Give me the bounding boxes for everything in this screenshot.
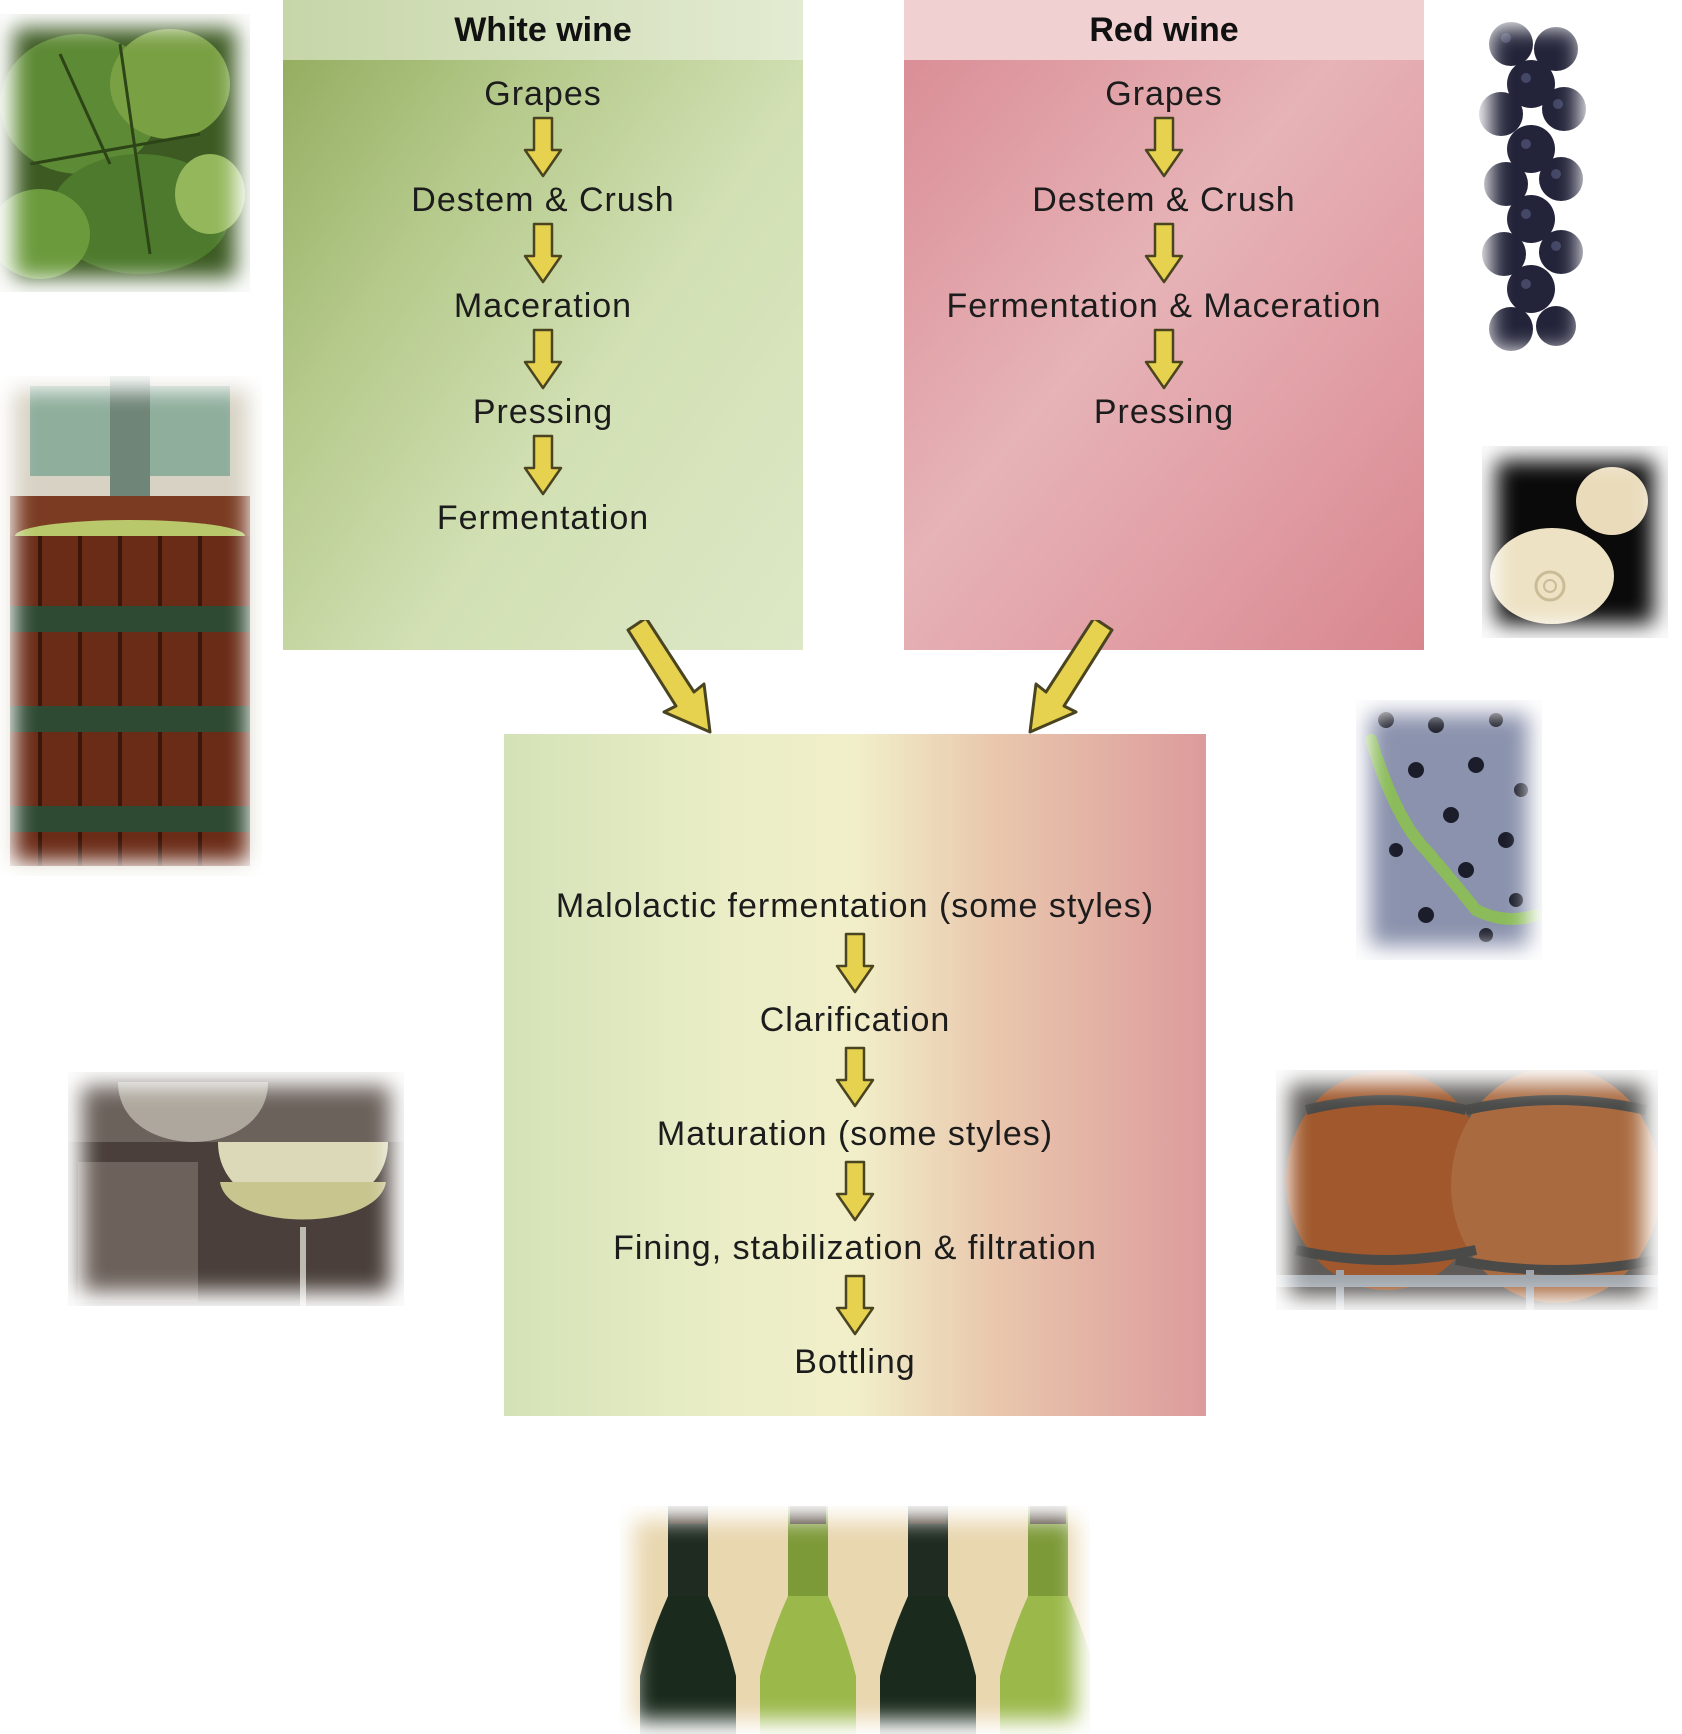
white-to-common-arrow: [626, 620, 712, 734]
common-process-panel: Malolactic fermentation (some styles) Cla…: [504, 734, 1206, 1416]
flow-step: Malolactic fermentation (some styles): [555, 887, 1155, 925]
flow-step: Maturation (some styles): [656, 1115, 1054, 1153]
flow-step: Clarification: [759, 1001, 951, 1039]
flow-step: Destem & Crush: [411, 181, 675, 219]
down-arrow-icon: [835, 1274, 875, 1336]
wine-bottles-photo: [620, 1506, 1090, 1734]
wine-press-photo: [0, 376, 262, 876]
down-arrow-icon: [1144, 116, 1184, 178]
common-process-steps: Malolactic fermentation (some styles) Cla…: [504, 882, 1206, 1386]
down-arrow-icon: [523, 328, 563, 390]
bacteria-photo: [1356, 700, 1542, 960]
down-arrow-icon: [835, 1160, 875, 1222]
oak-barrels-photo: [1276, 1070, 1658, 1310]
flow-step: Maceration: [453, 287, 633, 325]
flow-step: Pressing: [1093, 393, 1235, 431]
wine-glasses-photo: [68, 1072, 404, 1306]
white-wine-title: White wine: [283, 0, 803, 60]
down-arrow-icon: [835, 1046, 875, 1108]
flow-step: Grapes: [1105, 75, 1223, 113]
down-arrow-icon: [523, 434, 563, 496]
flow-step: Pressing: [472, 393, 614, 431]
red-grapes-photo: [1476, 14, 1594, 364]
down-arrow-icon: [1144, 222, 1184, 284]
flow-step: Bottling: [794, 1343, 916, 1381]
flow-step: Grapes: [484, 75, 602, 113]
red-wine-title: Red wine: [904, 0, 1424, 60]
flow-step: Fermentation: [436, 499, 650, 537]
down-arrow-icon: [1144, 328, 1184, 390]
down-arrow-icon: [835, 932, 875, 994]
yeast-cell-photo: [1482, 446, 1668, 638]
red-to-common-arrow: [1028, 620, 1114, 734]
grape-leaves-photo: [0, 14, 250, 292]
flow-step: Fining, stabilization & filtration: [613, 1229, 1097, 1267]
down-arrow-icon: [523, 222, 563, 284]
flow-step: Fermentation & Maceration: [946, 287, 1382, 325]
down-arrow-icon: [523, 116, 563, 178]
flow-step: Destem & Crush: [1032, 181, 1296, 219]
